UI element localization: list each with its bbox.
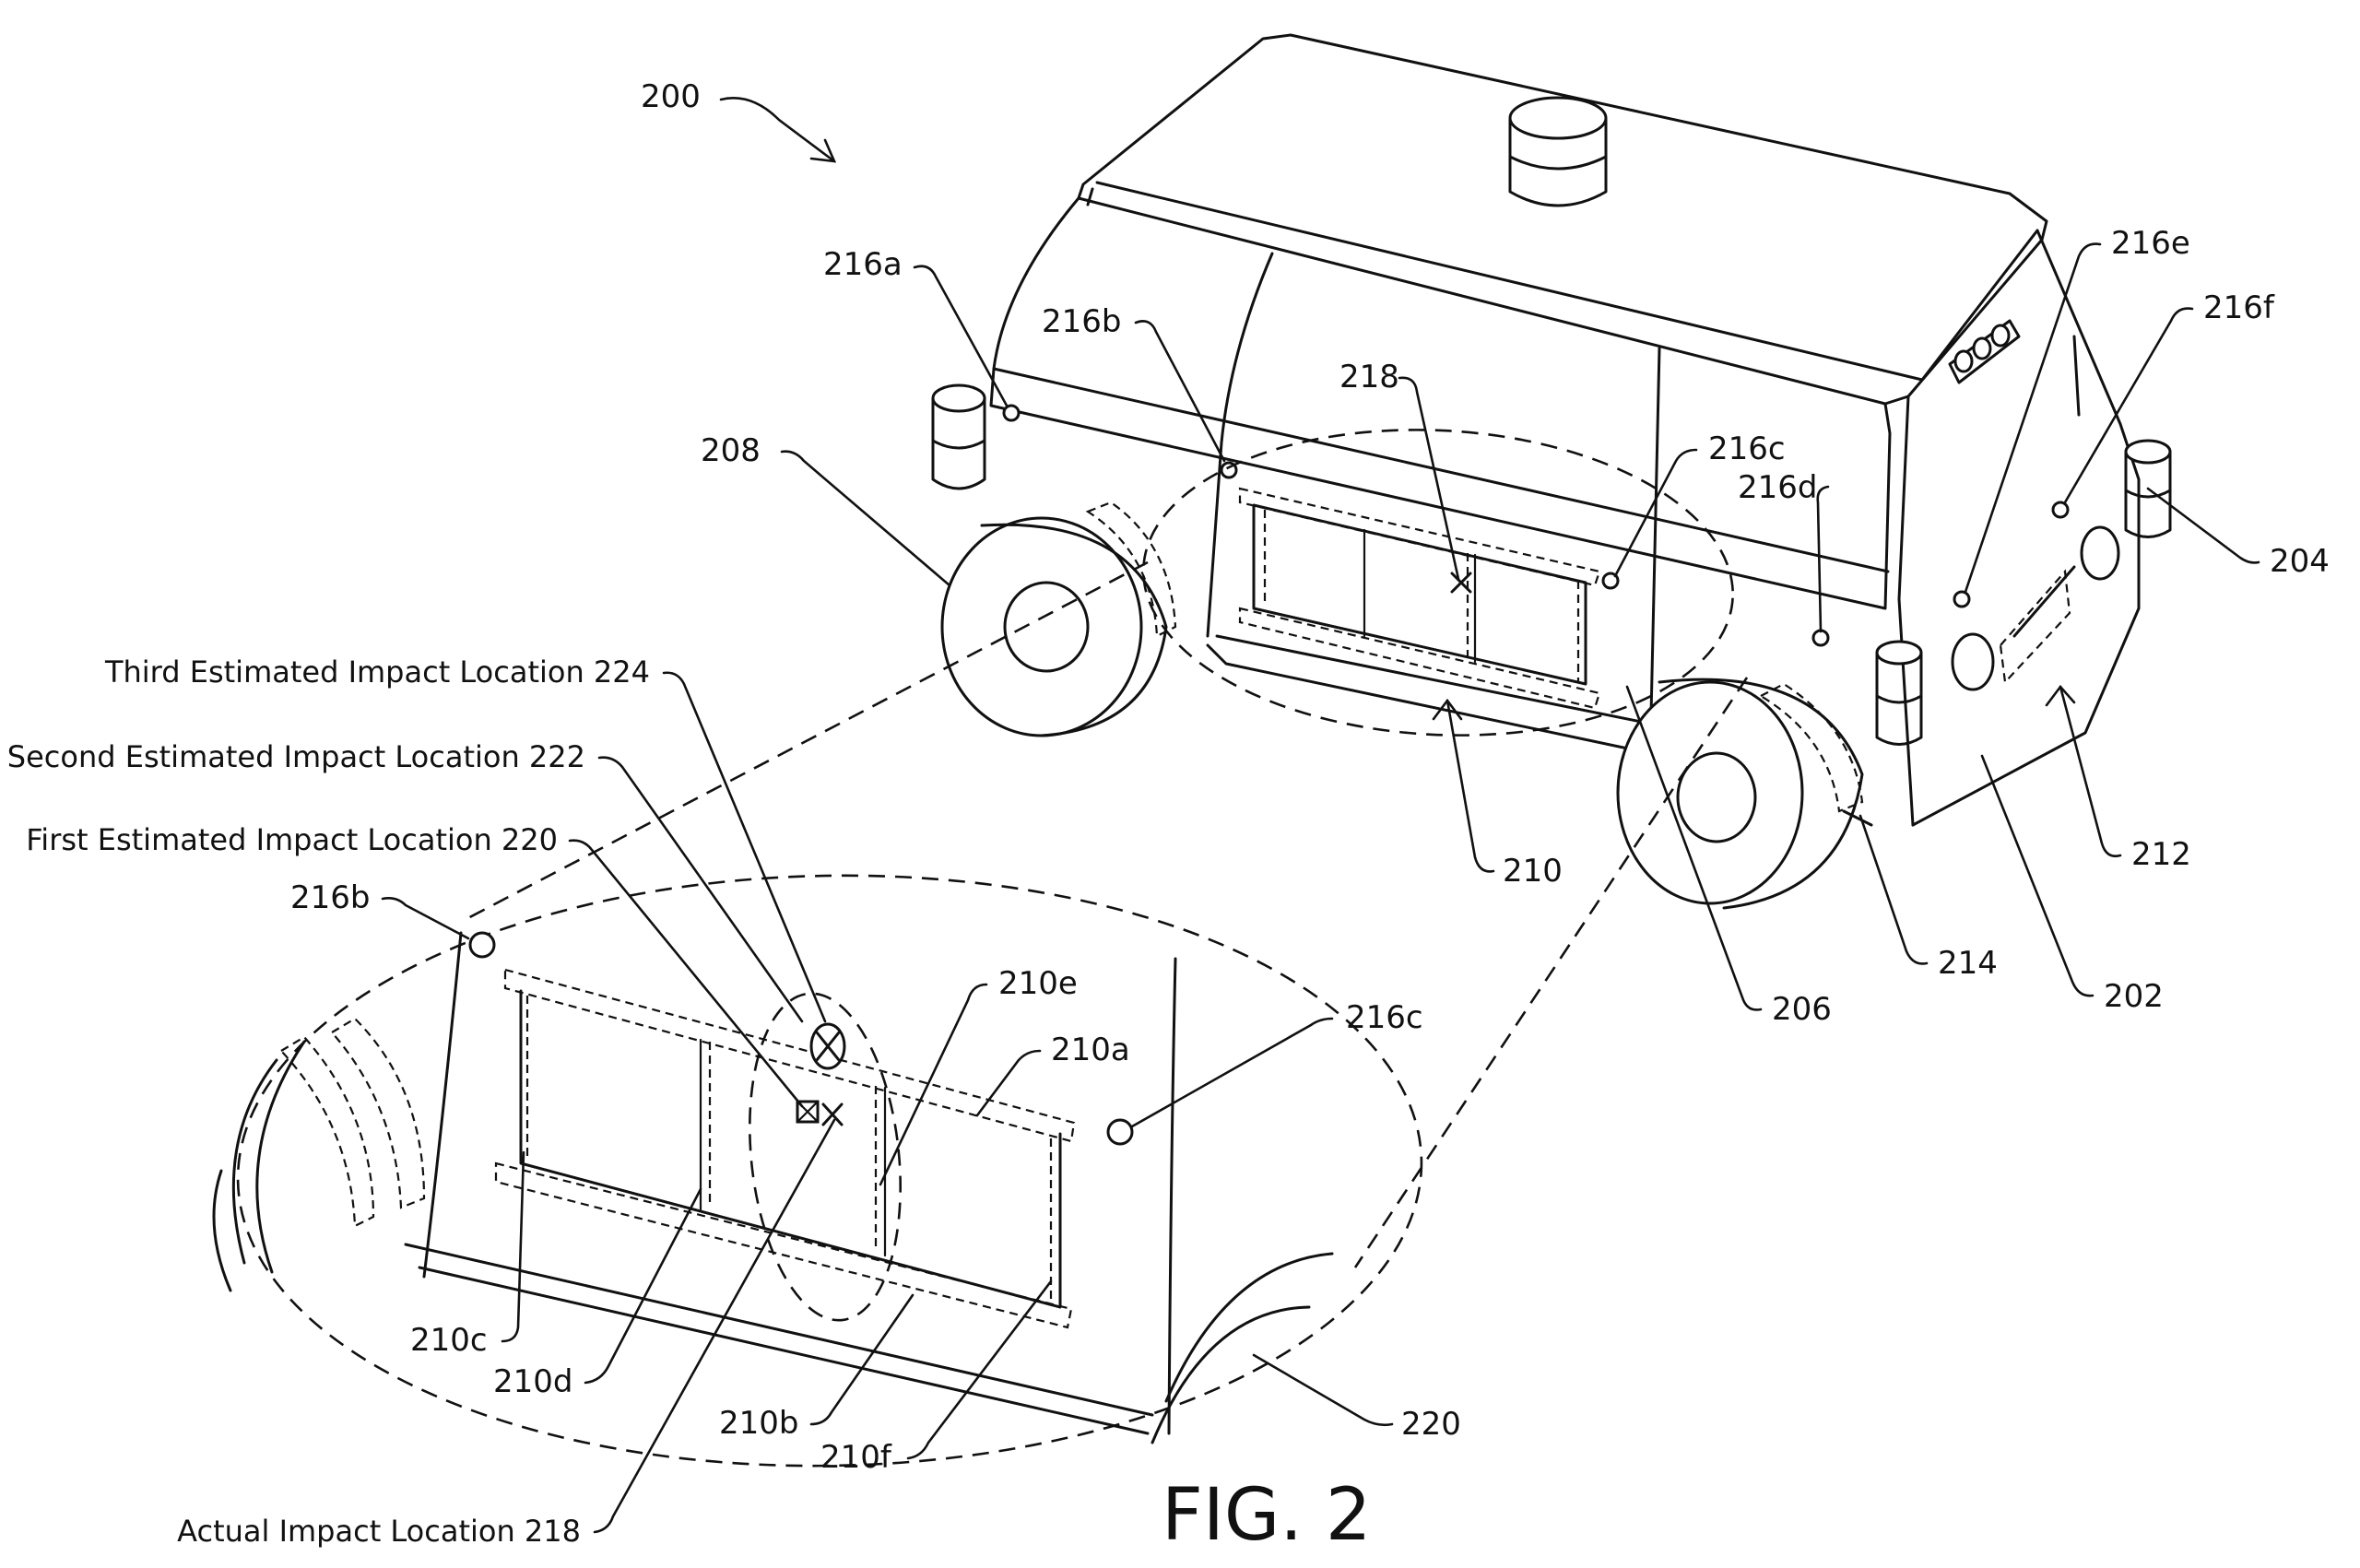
label-216d: 216d bbox=[1738, 469, 1817, 506]
rear-wheel-208 bbox=[940, 501, 1177, 737]
label-212: 212 bbox=[2131, 836, 2191, 873]
sensor-216e bbox=[1953, 590, 1971, 608]
label-218: 218 bbox=[1339, 359, 1399, 395]
label-216f: 216f bbox=[2203, 289, 2275, 326]
sensor-216c bbox=[1601, 572, 1620, 590]
label-first-impact-220: First Estimated Impact Location 220 bbox=[26, 822, 558, 857]
label-208: 208 bbox=[701, 432, 761, 469]
vehicle-labels: 200 216a 216b 218 216c 216d 216e 216f 20… bbox=[641, 78, 2330, 1028]
inset-enlargement bbox=[212, 874, 1423, 1468]
vehicle-body bbox=[931, 33, 2172, 827]
label-216c: 216c bbox=[1708, 430, 1786, 467]
vehicle-sensors bbox=[1002, 404, 2070, 647]
inset-sensor-216c bbox=[1106, 1118, 1134, 1146]
label-210a: 210a bbox=[1051, 1032, 1130, 1068]
label-210e: 210e bbox=[998, 965, 1078, 1002]
label-210f: 210f bbox=[820, 1439, 892, 1476]
label-216e: 216e bbox=[2111, 225, 2190, 262]
label-206: 206 bbox=[1772, 991, 1832, 1028]
vehicle-side-panel-210 bbox=[1238, 487, 1601, 710]
label-214: 214 bbox=[1938, 945, 1998, 982]
figure-number: FIG. 2 bbox=[1162, 1474, 1372, 1557]
label-220: 220 bbox=[1401, 1406, 1461, 1443]
inset-sensor-216b bbox=[468, 931, 496, 959]
label-210d: 210d bbox=[493, 1363, 572, 1400]
label-210c: 210c bbox=[410, 1322, 488, 1359]
label-216b: 216b bbox=[1042, 303, 1121, 340]
sensor-216d bbox=[1811, 629, 1830, 647]
label-216a: 216a bbox=[823, 246, 903, 283]
sensor-216a bbox=[1002, 404, 1021, 422]
label-210b: 210b bbox=[719, 1405, 798, 1442]
label-210: 210 bbox=[1503, 853, 1563, 890]
label-202: 202 bbox=[2104, 978, 2164, 1015]
label-inset-216c: 216c bbox=[1346, 999, 1423, 1036]
label-204: 204 bbox=[2270, 543, 2330, 580]
label-third-impact-224: Third Estimated Impact Location 224 bbox=[104, 654, 650, 690]
label-inset-216b: 216b bbox=[290, 879, 370, 916]
label-second-impact-222: Second Estimated Impact Location 222 bbox=[7, 739, 585, 774]
leader-lines bbox=[381, 97, 2260, 1534]
label-actual-impact-218: Actual Impact Location 218 bbox=[177, 1514, 581, 1549]
sensor-216f bbox=[2051, 501, 2070, 519]
label-200: 200 bbox=[641, 78, 701, 115]
front-wheel-206 bbox=[1616, 678, 1873, 910]
inset-labels: Third Estimated Impact Location 224 Seco… bbox=[7, 654, 1461, 1549]
